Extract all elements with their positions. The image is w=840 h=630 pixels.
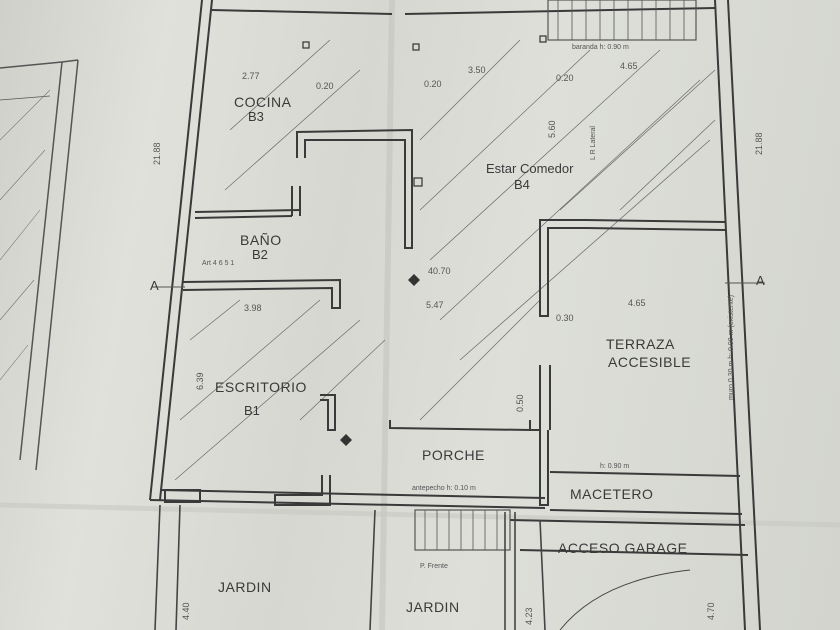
- floor-hatching: [174, 39, 716, 481]
- interior-walls: [164, 128, 749, 556]
- dim-0-30: 0.30: [556, 313, 574, 323]
- dim-2-77: 2.77: [242, 71, 260, 81]
- dim-0-20b: 0.20: [424, 79, 442, 89]
- room-bano: BAÑO: [240, 232, 282, 248]
- dim-5-60: 5.60: [547, 120, 557, 138]
- dim-level: 40.70: [428, 266, 451, 276]
- room-terraza: TERRAZA: [606, 336, 675, 352]
- section-mark-right: A: [756, 273, 765, 288]
- room-cocina: COCINA: [234, 94, 292, 110]
- section-line: [155, 282, 765, 288]
- dim-21-88: 21.88: [152, 142, 162, 165]
- room-acceso-garage: ACCESO GARAGE: [558, 540, 688, 556]
- dim-21-88b: 21.88: [754, 132, 764, 155]
- note-lr-lateral: L R Lateral: [590, 126, 597, 160]
- room-escritorio: ESCRITORIO: [215, 379, 307, 395]
- dim-3-98: 3.98: [244, 303, 262, 313]
- section-mark-left: A: [150, 278, 159, 293]
- stair-bottom: [414, 509, 511, 551]
- dim-3-50: 3.50: [468, 65, 486, 75]
- room-cocina-code: B3: [248, 109, 264, 124]
- adjacent-plan: [0, 59, 79, 471]
- dim-4-40: 4.40: [181, 602, 191, 620]
- dim-4-65b: 4.65: [628, 298, 646, 308]
- dim-0-50: 0.50: [515, 394, 525, 412]
- level-icon: [340, 274, 420, 446]
- note-muro: muro 0.30 m h: 0.90 m (existente): [728, 294, 735, 400]
- adjacent-hatch: [0, 89, 51, 381]
- markers: [302, 35, 547, 187]
- room-escritorio-code: B1: [244, 403, 260, 418]
- room-jardin-center: JARDIN: [406, 599, 460, 615]
- lower-walls: [154, 504, 691, 630]
- dim-6-39: 6.39: [195, 372, 205, 390]
- room-macetero: MACETERO: [570, 486, 654, 502]
- dim-0-20c: 0.20: [556, 73, 574, 83]
- note-h090: h: 0.90 m: [600, 463, 630, 470]
- room-porche: PORCHE: [422, 447, 485, 463]
- room-estar: Estar Comedor: [486, 161, 574, 176]
- dim-4-65: 4.65: [620, 61, 638, 71]
- dim-4-23: 4.23: [524, 607, 534, 625]
- room-jardin-left: JARDIN: [218, 579, 272, 595]
- room-terraza-2: ACCESIBLE: [608, 354, 692, 370]
- dim-0-20a: 0.20: [316, 81, 334, 91]
- note-baranda: baranda h: 0.90 m: [572, 44, 629, 51]
- room-bano-code: B2: [252, 247, 268, 262]
- note-art: Art 4 6 5 1: [202, 260, 235, 267]
- stair-top: [547, 0, 697, 41]
- note-antepecho: antepecho h: 0.10 m: [412, 485, 476, 492]
- note-pfrente: P. Frente: [420, 563, 448, 570]
- dim-4-70: 4.70: [706, 602, 716, 620]
- dim-5-47: 5.47: [426, 300, 444, 310]
- outer-walls: [149, 0, 761, 630]
- room-estar-code: B4: [514, 177, 530, 192]
